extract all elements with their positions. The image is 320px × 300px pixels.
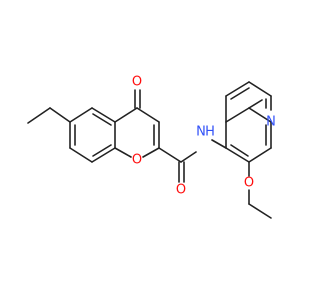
amide-hydrogen-label: H — [205, 125, 215, 140]
quinoline-nitrogen-label: N — [266, 115, 276, 130]
bond-ethyl-ch2 — [49, 107, 71, 123]
bond-camide-n — [180, 151, 197, 163]
bond-pyr-c4-c3 — [136, 107, 160, 123]
bond-benz-3-inner — [92, 144, 112, 157]
amide-oxygen-label: O — [176, 183, 186, 198]
bond-c2-camide — [158, 147, 182, 163]
bond-ethyl-ch3 — [27, 107, 51, 124]
amide-nitrogen-label: N — [196, 125, 206, 140]
structure-canvas: O O O N H N O — [27, 74, 276, 219]
molecule-diagram: O O O N H N O — [27, 75, 276, 219]
bond-q-c4-c3-inner — [230, 87, 250, 100]
bond-benz-5-inner — [92, 113, 112, 126]
bond-q-c7-c6 — [248, 147, 272, 163]
bond-q-n1-c8a-ring — [248, 99, 263, 109]
bond-benz-5 — [91, 107, 116, 123]
bond-pyr-c2-o1 — [142, 147, 160, 158]
bond-benz-6 — [69, 107, 93, 123]
bond-n-c5 — [211, 139, 227, 149]
bond-pyr-o1-c8a — [114, 147, 132, 158]
bond-pyr-c4a-c4 — [114, 107, 138, 123]
bond-ch2-ch3 — [248, 203, 272, 219]
ring-oxygen-label: O — [132, 153, 142, 168]
bond-benz-3 — [91, 147, 116, 163]
bond-q-c6-c5 — [225, 147, 250, 163]
ether-oxygen-label: O — [244, 176, 254, 191]
bond-q-c3-c2 — [248, 81, 272, 97]
bond-q-c4-c3 — [225, 81, 250, 97]
bond-q-c8a-c8 — [248, 107, 272, 123]
carbonyl-oxygen-label: O — [132, 75, 142, 90]
bond-q-c4a-c8a — [225, 107, 250, 123]
bond-benz-2 — [69, 147, 93, 163]
bond-q-c5-c6-inner — [230, 144, 249, 157]
